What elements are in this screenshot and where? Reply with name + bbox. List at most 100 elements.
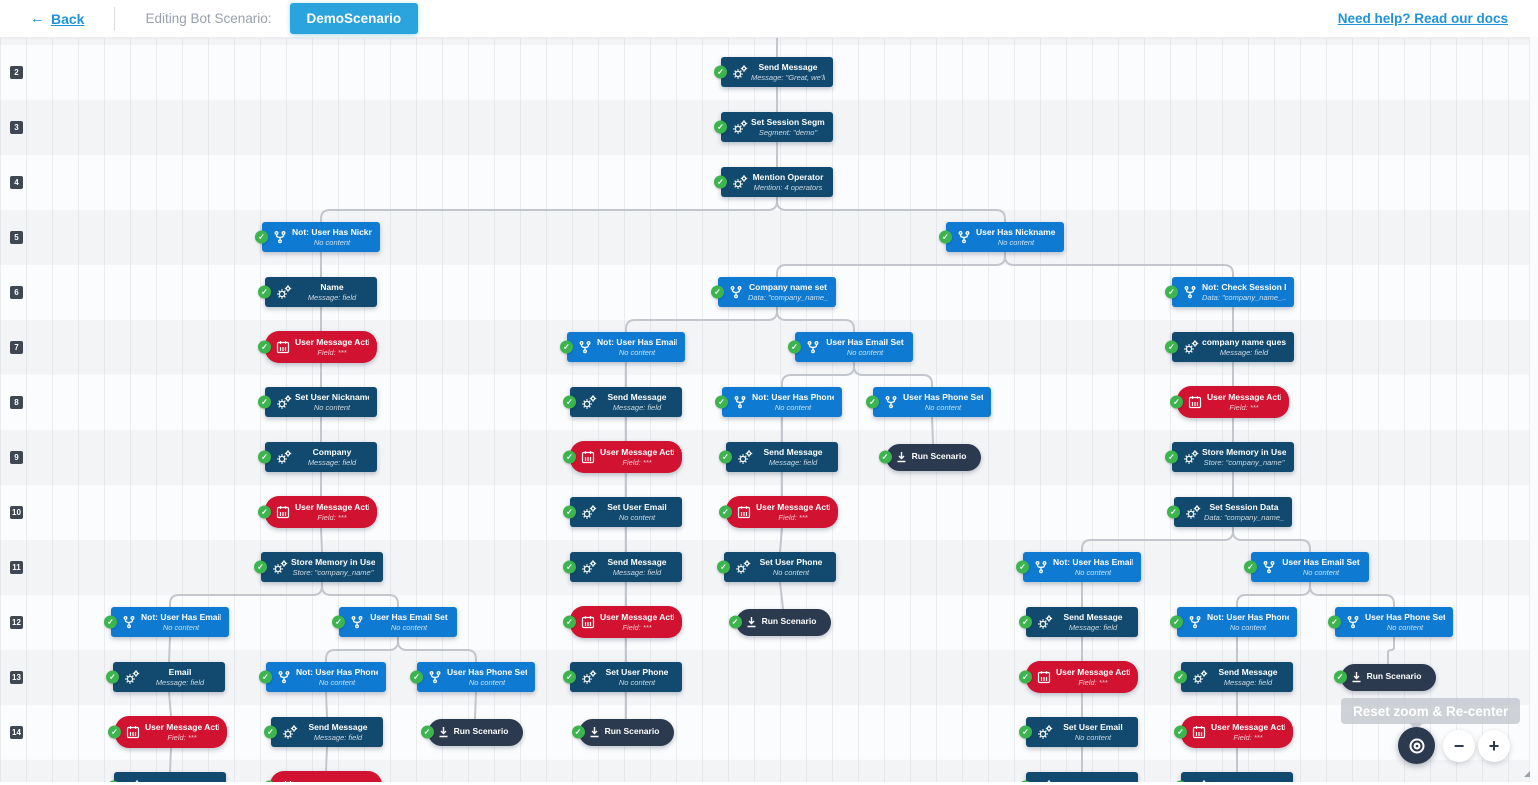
node-set-session-segment[interactable]: ✓ Set Session SegmentSegment: "demo" [714,112,833,142]
node-text: Store Memory in User ...Store: "company_… [1202,447,1286,468]
node-not-user-has-nicknam[interactable]: ✓Not: User Has Nicknam...No content [255,222,380,252]
node-run-scenario[interactable]: ✓Run Scenario [728,608,831,636]
node-user-message-action[interactable]: ✓User Message ActionField: *** [1174,716,1293,748]
node-run-scenario[interactable]: ✓Run Scenario [420,718,523,746]
node-title: Not: User Has Phone Set [752,391,834,402]
node-text: User Message ActionField: *** [295,337,369,358]
connector [168,691,172,717]
node-user-message-action[interactable]: ✓User Message ActionField: *** [1170,386,1289,418]
node-partial[interactable]: ✓ [107,772,226,782]
row-number-badge: 13 [10,670,23,684]
back-link[interactable]: ← Back [30,10,84,27]
node-title: User Message Action [295,336,369,347]
node-title: Run Scenario [911,451,967,462]
row-number-badge: 5 [10,230,23,244]
node-store-memory-in-user[interactable]: ✓Store Memory in User ...Store: "company… [254,552,383,582]
gears-icon [735,559,751,575]
branch-icon [1346,615,1360,629]
success-check-icon: ✓ [563,615,576,629]
success-check-icon: ✓ [560,340,573,354]
node-user-message-action[interactable]: ✓User Message ActionField: *** [1019,661,1138,693]
vertical-scrollbar[interactable] [1529,37,1538,782]
help-docs-link[interactable]: Need help? Read our docs [1337,11,1508,26]
node-run-scenario[interactable]: ✓Run Scenario [878,443,981,471]
calendar-icon [276,340,290,354]
node-title: Send Message [758,61,818,72]
node-user-message-action[interactable]: ✓ User Message ActionField: *** [563,606,682,638]
node-subtitle: No content [313,237,351,247]
node-subtitle: Message: field [612,567,662,577]
node-run-scenario[interactable]: ✓Run Scenario [571,718,674,746]
zoom-in-button[interactable]: + [1478,730,1510,762]
node-run-scenario[interactable]: ✓Run Scenario [1333,663,1436,691]
gears-icon [1183,449,1199,465]
node-subtitle: No content [774,402,812,412]
success-check-icon: ✓ [715,395,728,409]
node-partial[interactable]: ✓ [1019,772,1138,782]
node-subtitle: Store: "company_name" [292,567,374,577]
node-text: User Message ActionField: *** [600,612,674,633]
node-user-message-action[interactable]: ✓User Message ActionField: *** [563,441,682,473]
recenter-button[interactable] [1398,727,1435,764]
node-store-memory-in-user[interactable]: ✓Store Memory in User ...Store: "company… [1165,442,1294,472]
node-user-message-action[interactable]: ✓User Message ActionField: *** [258,496,377,528]
branch-icon [1262,560,1276,574]
success-check-icon: ✓ [563,560,576,574]
node-company-name-question[interactable]: ✓company name questionMessage: field [1165,332,1294,362]
success-check-icon: ✓ [255,230,268,244]
success-check-icon: ✓ [714,120,727,134]
node-partial[interactable]: ✓ [1174,772,1293,782]
zoom-out-button[interactable]: − [1443,730,1475,762]
success-check-icon: ✓ [728,615,742,629]
node-partial[interactable]: ✓ [263,771,382,782]
calendar-icon [737,505,751,519]
node-title: Store Memory in User ... [1202,446,1286,457]
node-text: Set Session SegmentSegment: "demo" [751,117,825,138]
node-subtitle: No content [318,677,356,687]
success-check-icon: ✓ [104,615,117,629]
node-subtitle: Store: "company_name" [1203,457,1285,467]
branch-icon [578,340,592,354]
node-user-message-action[interactable]: ✓User Message ActionField: *** [108,716,227,748]
connector [1232,526,1311,553]
node-user-message-action[interactable]: ✓User Message ActionField: *** [719,496,838,528]
scenario-name-button[interactable]: DemoScenario [289,3,419,34]
node-user-message-action[interactable]: ✓User Message ActionField: *** [258,331,377,363]
